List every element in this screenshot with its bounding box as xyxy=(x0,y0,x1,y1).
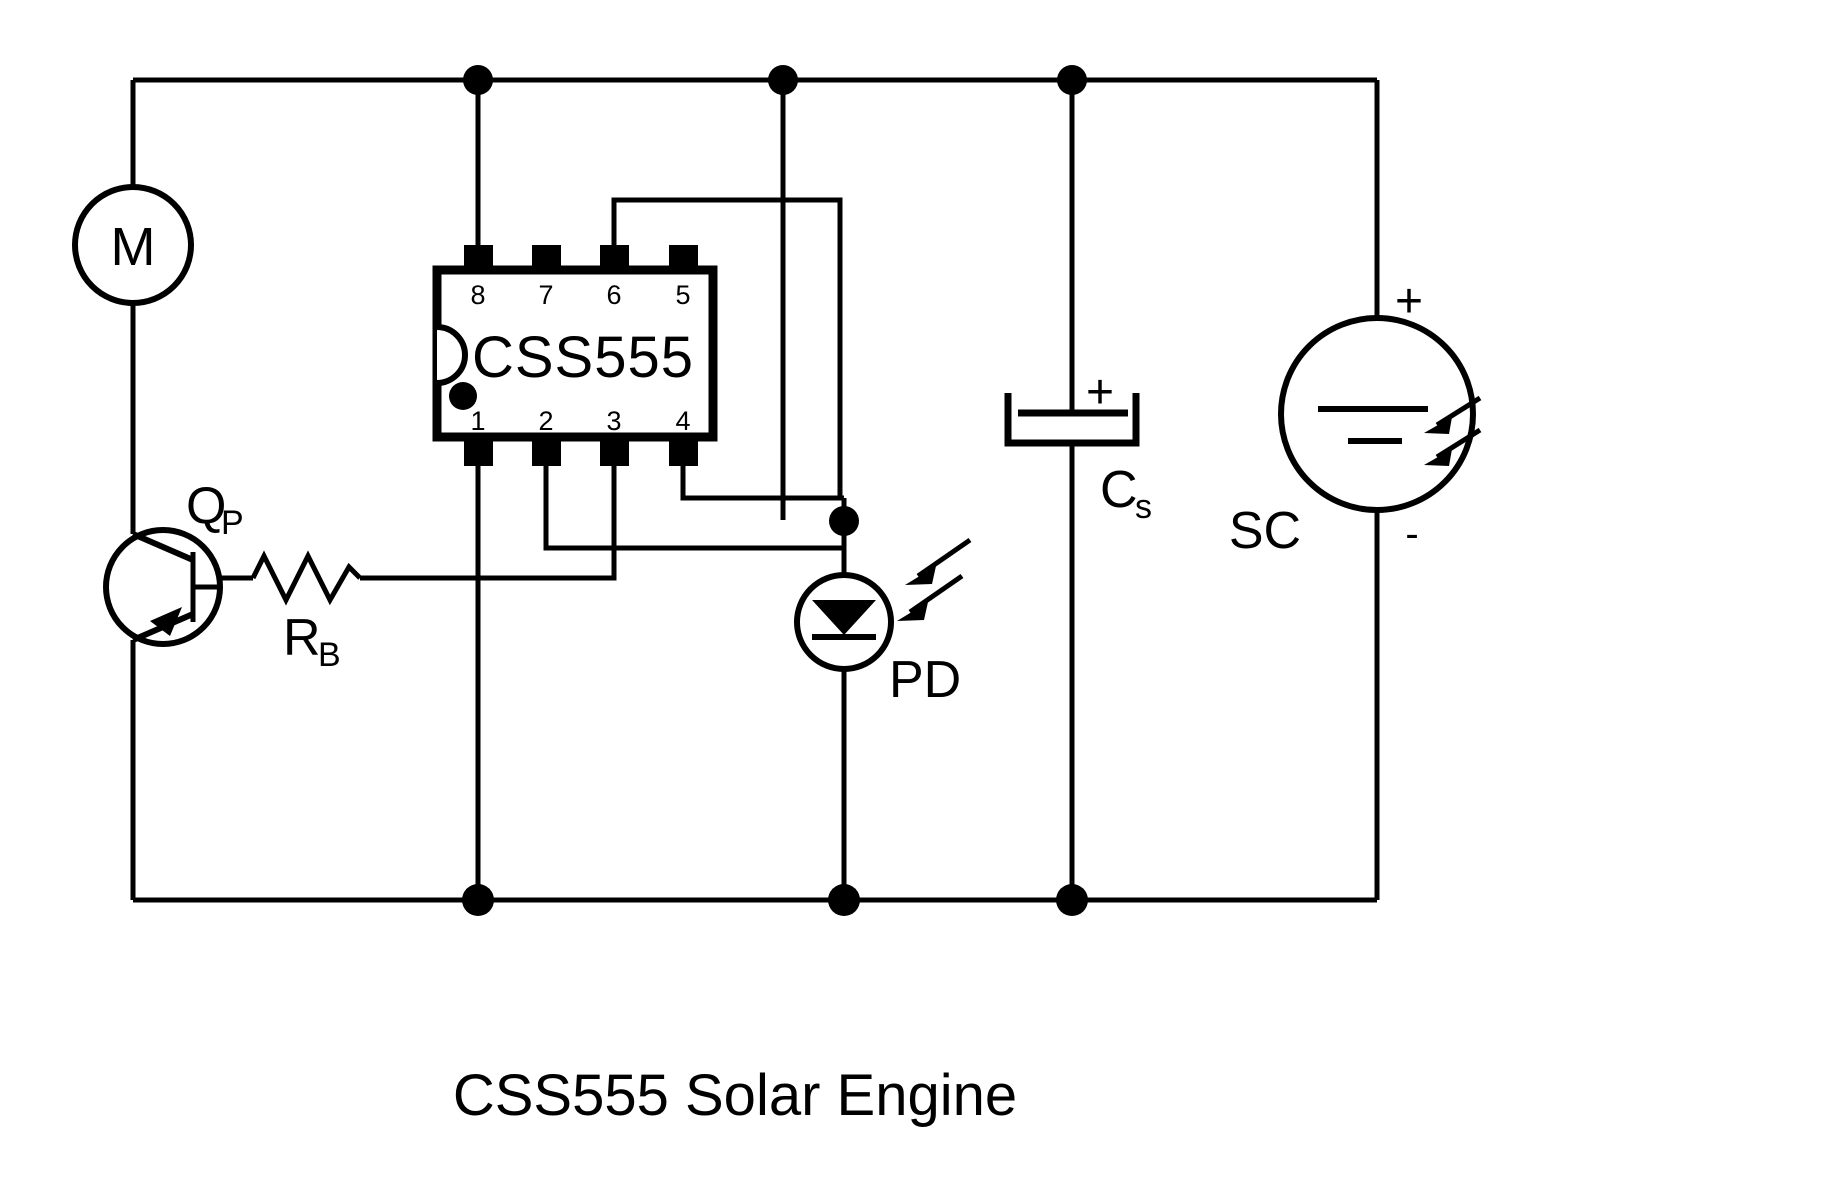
resistor-symbol: R B xyxy=(250,550,362,674)
photodiode-symbol: PD xyxy=(794,537,972,709)
capacitor-symbol: + C s xyxy=(1004,366,1152,526)
ic-part-label: CSS555 xyxy=(472,325,694,390)
sc-light-ray-1 xyxy=(1435,395,1482,428)
solar-cell-circle xyxy=(1278,315,1476,513)
solar-cell-symbol: + - SC xyxy=(1229,275,1482,560)
capacitor-ref-label: C xyxy=(1100,461,1138,519)
junction-dot-vcc-node783 xyxy=(768,65,798,95)
junction-dot-gnd-cap xyxy=(1056,884,1088,916)
sc-light-arrowhead-1 xyxy=(1424,417,1452,434)
motor-circle xyxy=(72,184,194,306)
wiring-layer xyxy=(130,77,1380,903)
junction-dot-sense-node xyxy=(829,506,859,536)
diagram-caption: CSS555 Solar Engine xyxy=(453,1063,1017,1128)
ic-pin1-dot-icon xyxy=(449,382,477,410)
transistor-emitter-lead xyxy=(131,531,195,563)
sc-light-ray-2 xyxy=(1435,427,1482,460)
ic-pin-label-2: 2 xyxy=(538,406,553,436)
solar-cell-polarity-plus: + xyxy=(1395,275,1423,328)
ic-notch-icon xyxy=(436,324,468,386)
sc-light-arrowhead-2 xyxy=(1424,449,1452,466)
ic-pin-label-4: 4 xyxy=(675,406,690,436)
photodiode-triangle xyxy=(812,600,876,635)
ic-pin-label-3: 3 xyxy=(606,406,621,436)
ic-pin-label-7: 7 xyxy=(538,280,553,310)
junction-dot-vcc-cap xyxy=(1057,65,1087,95)
resistor-ref-label: R xyxy=(283,609,321,667)
pd-light-arrowhead-1 xyxy=(905,566,936,585)
junction-dots-layer xyxy=(462,65,1088,916)
photodiode-light-arrows-icon xyxy=(897,537,972,621)
wire-pin6-route xyxy=(611,197,843,498)
ic-body-outline xyxy=(432,265,718,442)
transistor-arrowhead xyxy=(150,607,182,636)
ic-pin-label-1: 1 xyxy=(470,406,485,436)
capacitor-polarity-plus: + xyxy=(1086,366,1114,419)
pd-light-ray-1 xyxy=(916,537,972,579)
ic-pin-label-8: 8 xyxy=(470,280,485,310)
resistor-ref-subscript: B xyxy=(318,636,341,674)
resistor-zigzag xyxy=(250,550,362,606)
photodiode-ref-label: PD xyxy=(889,651,961,709)
wire-pin3-to-resistor xyxy=(360,458,617,581)
transistor-symbol: Q P xyxy=(103,477,244,647)
junction-dot-vcc-pin8 xyxy=(463,65,493,95)
pd-light-arrowhead-2 xyxy=(897,602,928,621)
junction-dot-gnd-pd xyxy=(828,884,860,916)
pd-light-ray-2 xyxy=(908,573,964,615)
transistor-ref-subscript: P xyxy=(221,504,244,542)
transistor-ref-label: Q xyxy=(186,477,226,535)
motor-label: M xyxy=(111,217,156,277)
junction-dot-gnd-pin1 xyxy=(462,884,494,916)
capacitor-bottom-plate xyxy=(1004,393,1140,447)
solar-cell-light-arrows-icon xyxy=(1424,395,1482,466)
ic-css555: 8 7 6 5 1 2 3 4 CSS555 xyxy=(432,245,718,466)
capacitor-ref-subscript: s xyxy=(1135,488,1152,526)
ic-pin-label-5: 5 xyxy=(675,280,690,310)
motor-symbol: M xyxy=(72,184,194,306)
solar-cell-polarity-minus: - xyxy=(1405,512,1418,556)
solar-cell-ref-label: SC xyxy=(1229,502,1301,560)
wire-pin2-route xyxy=(543,458,844,551)
ic-pin-label-6: 6 xyxy=(606,280,621,310)
